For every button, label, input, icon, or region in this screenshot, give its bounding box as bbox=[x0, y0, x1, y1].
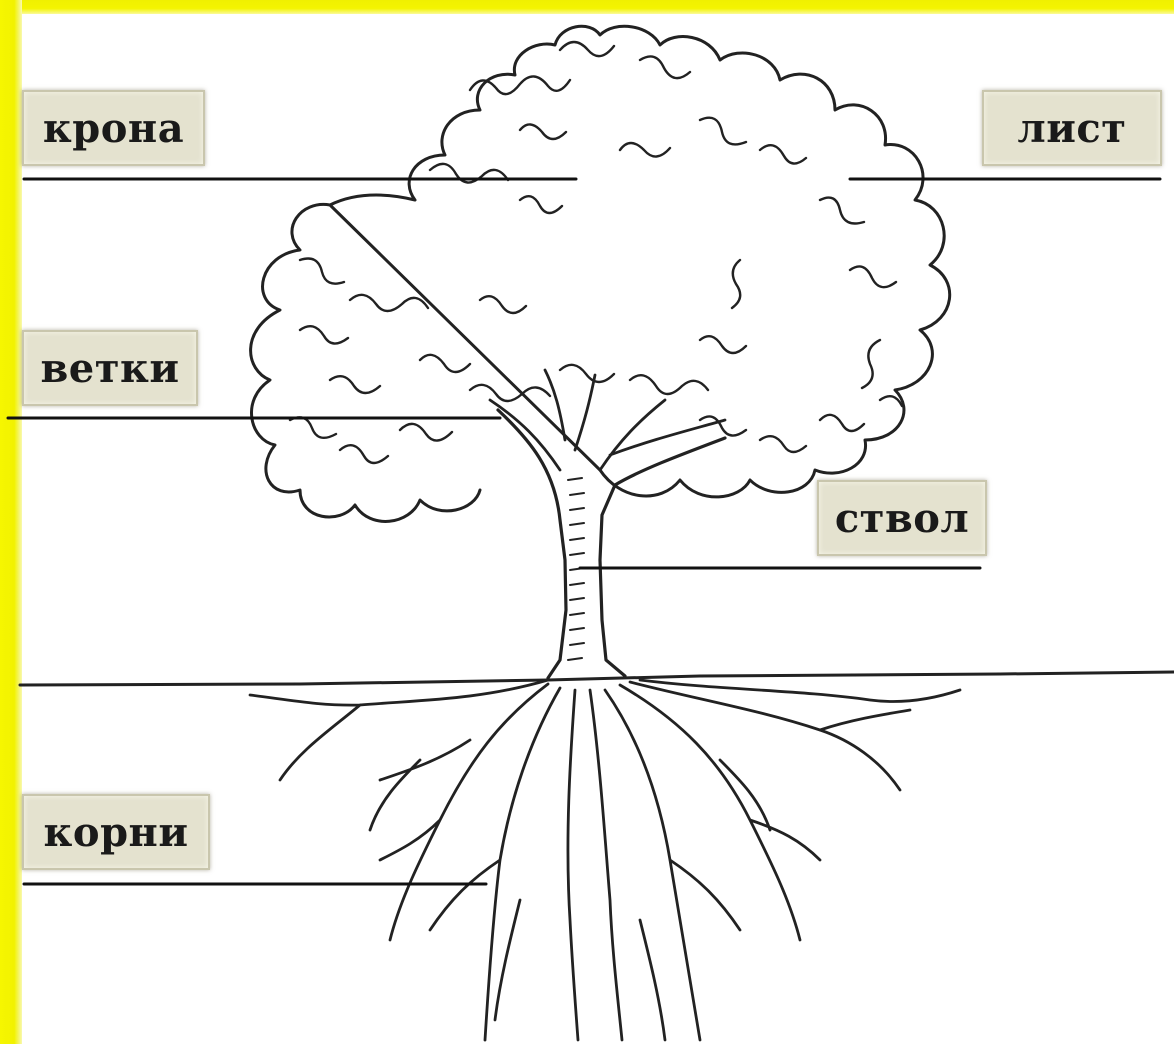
tree-trunk-right bbox=[598, 436, 727, 678]
label-crown: крона bbox=[22, 90, 205, 166]
label-trunk: ствол bbox=[817, 480, 987, 556]
tree-crown-texture bbox=[288, 40, 904, 465]
label-branches: ветки bbox=[22, 330, 198, 406]
label-leaf: лист bbox=[982, 90, 1162, 166]
tree-crown-outline bbox=[249, 24, 952, 523]
label-roots-text: корни bbox=[43, 808, 189, 856]
label-crown-text: крона bbox=[42, 104, 185, 152]
ground-line bbox=[18, 670, 1174, 687]
tree-trunk-left bbox=[496, 408, 568, 680]
label-trunk-text: ствол bbox=[834, 494, 970, 542]
tree-branches bbox=[488, 368, 727, 472]
label-branches-text: ветки bbox=[40, 344, 180, 392]
frame-left bbox=[0, 0, 22, 1044]
frame-top bbox=[0, 0, 1174, 14]
tree-roots bbox=[248, 678, 962, 1042]
tree-trunk-bark bbox=[567, 477, 585, 661]
label-leaf-text: лист bbox=[1017, 104, 1127, 152]
label-roots: корни bbox=[22, 794, 210, 870]
